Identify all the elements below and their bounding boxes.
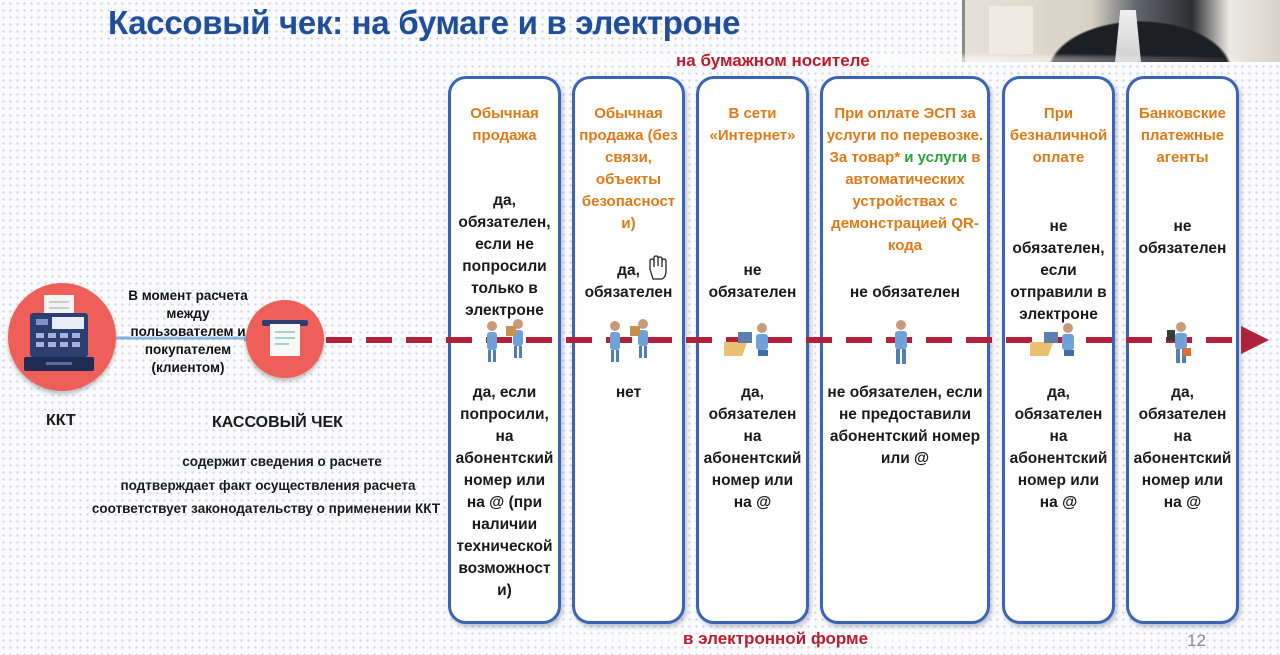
column-title-part1: При оплате ЭСП за услуги по перевозке. З… <box>826 105 984 166</box>
receipt-description-line: соответствует законодательству о примене… <box>91 501 441 516</box>
column-electronic-value: да, если попросили, на абонентский номер… <box>455 384 554 599</box>
electronic-form-label: в электронной форме <box>683 629 869 648</box>
receipt-label: КАССОВЫЙ ЧЕК <box>212 414 343 431</box>
column-electronic-value: да, обязателен на абонентский номер или … <box>1133 384 1232 511</box>
column-title: При оплате ЭСП за услуги по перевозке. З… <box>825 103 985 257</box>
column-paper-value: да, обязателен <box>584 262 673 301</box>
page-number: 12 <box>1187 631 1206 650</box>
column-title: Банковские платежные агенты <box>1139 105 1226 166</box>
people-exchange-icon <box>487 319 523 362</box>
person-standing-icon <box>895 320 907 364</box>
column-electronic-value: не обязателен, если не предоставили абон… <box>827 384 983 467</box>
column-title: В сети «Интернет» <box>709 105 796 144</box>
column-title-part2: в автоматических устройствах с демонстра… <box>831 149 981 254</box>
column-paper-value: не обязателен <box>708 262 797 301</box>
column-offline-sale: Обычная продажа (без связи, объекты безо… <box>572 76 685 624</box>
column-paper-value: да, обязателен, если не попросили только… <box>458 192 551 319</box>
column-electronic-value: да, обязателен на абонентский номер или … <box>703 384 802 511</box>
column-electronic-value: да, обязателен на абонентский номер или … <box>1009 384 1108 511</box>
column-title-green-part: и услуги <box>904 149 968 166</box>
column-paper-value: не обязателен, если отправили в электрон… <box>1010 218 1107 323</box>
column-paper-value: не обязателен <box>1138 218 1227 257</box>
column-electronic-value: нет <box>615 384 642 401</box>
calculation-moment-text: В момент расчета между пользователем и п… <box>128 288 248 375</box>
column-cashless-payment: При безналичной оплате не обязателен, ес… <box>1002 76 1115 624</box>
column-internet-sale: В сети «Интернет» не обязателен да, обяз… <box>696 76 809 624</box>
column-paper-value: не обязателен <box>849 284 961 301</box>
receipt-description-line: подтверждает факт осуществления расчета <box>120 478 416 493</box>
flow-arrow-line <box>326 337 1244 343</box>
receipt-description-line: содержит сведения о расчете <box>182 454 382 469</box>
kkt-label: ККТ <box>46 412 76 429</box>
column-title: При безналичной оплате <box>1009 105 1108 166</box>
receipt-circle <box>246 300 324 378</box>
receipt-icon <box>262 320 308 356</box>
person-at-computer-icon <box>724 323 768 356</box>
people-exchange-icon <box>610 319 648 362</box>
column-title: Обычная продажа (без связи, объекты безо… <box>579 105 678 232</box>
person-at-computer-icon <box>1030 323 1074 356</box>
top-label-glow <box>330 52 1260 68</box>
paper-form-label: на бумажном носителе <box>676 51 870 70</box>
person-with-phone-icon <box>1167 322 1191 363</box>
hand-cursor-icon <box>649 255 667 280</box>
column-regular-sale: Обычная продажа да, обязателен, если не … <box>448 76 561 624</box>
cash-register-icon <box>24 295 94 371</box>
flow-arrow-head <box>1241 326 1269 354</box>
column-title: Обычная продажа <box>470 105 539 144</box>
bottom-label-glow <box>330 631 1260 647</box>
kkt-circle <box>8 283 116 391</box>
slide-title: Кассовый чек: на бумаге и в электроне <box>108 4 741 41</box>
